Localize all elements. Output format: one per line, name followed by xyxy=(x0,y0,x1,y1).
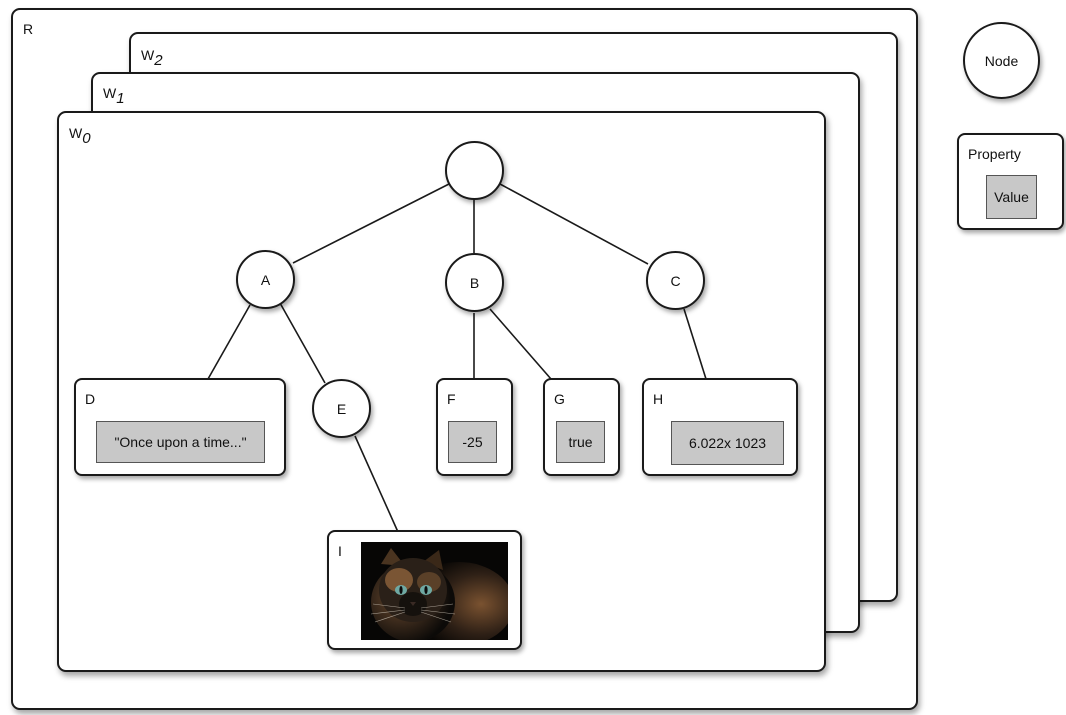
property-f: F -25 xyxy=(436,378,513,476)
node-label: B xyxy=(469,274,480,291)
node-label: E xyxy=(336,400,347,417)
legend-property: Property Value xyxy=(957,133,1064,230)
world-index: 0 xyxy=(82,130,91,147)
node-label: A xyxy=(260,271,271,288)
property-value: true xyxy=(556,421,605,463)
world-label-w0: W0 xyxy=(69,126,91,146)
property-label: H xyxy=(653,391,664,407)
root-node xyxy=(445,141,504,200)
edge-a-d xyxy=(207,304,251,380)
world-label-w1: W1 xyxy=(103,86,125,106)
property-label: I xyxy=(338,543,342,559)
edge-e-i xyxy=(354,435,399,533)
property-label: G xyxy=(554,391,565,407)
world-letter: W xyxy=(103,85,117,101)
cat-image xyxy=(361,542,508,640)
property-g: G true xyxy=(543,378,620,476)
node-e: E xyxy=(312,379,371,438)
property-value: -25 xyxy=(448,421,497,463)
world-label-w2: W2 xyxy=(141,48,163,68)
legend-value: Value xyxy=(986,175,1037,219)
node-b: B xyxy=(445,253,504,312)
legend-node-label: Node xyxy=(984,52,1019,69)
property-i: I xyxy=(327,530,522,650)
edge-a-e xyxy=(279,302,326,384)
property-label: D xyxy=(85,391,96,407)
legend-node: Node xyxy=(963,22,1040,99)
property-d: D "Once upon a time..." xyxy=(74,378,286,476)
value-mantissa: 6.022x 10 xyxy=(688,435,751,451)
node-c: C xyxy=(646,251,705,310)
root-label: R xyxy=(23,21,34,37)
node-label: C xyxy=(670,272,681,289)
edge-b-g xyxy=(489,308,552,380)
legend-property-label: Property xyxy=(968,146,1021,162)
world-letter: W xyxy=(69,125,83,141)
world-letter: W xyxy=(141,47,155,63)
cat-photo xyxy=(361,542,508,640)
edge-c-h xyxy=(683,308,707,380)
node-a: A xyxy=(236,250,295,309)
edge-root-c xyxy=(499,183,649,265)
property-value: "Once upon a time..." xyxy=(96,421,265,463)
world-index: 1 xyxy=(116,90,125,107)
edge-root-a xyxy=(292,183,450,264)
property-label: F xyxy=(447,391,456,407)
world-index: 2 xyxy=(154,52,163,69)
